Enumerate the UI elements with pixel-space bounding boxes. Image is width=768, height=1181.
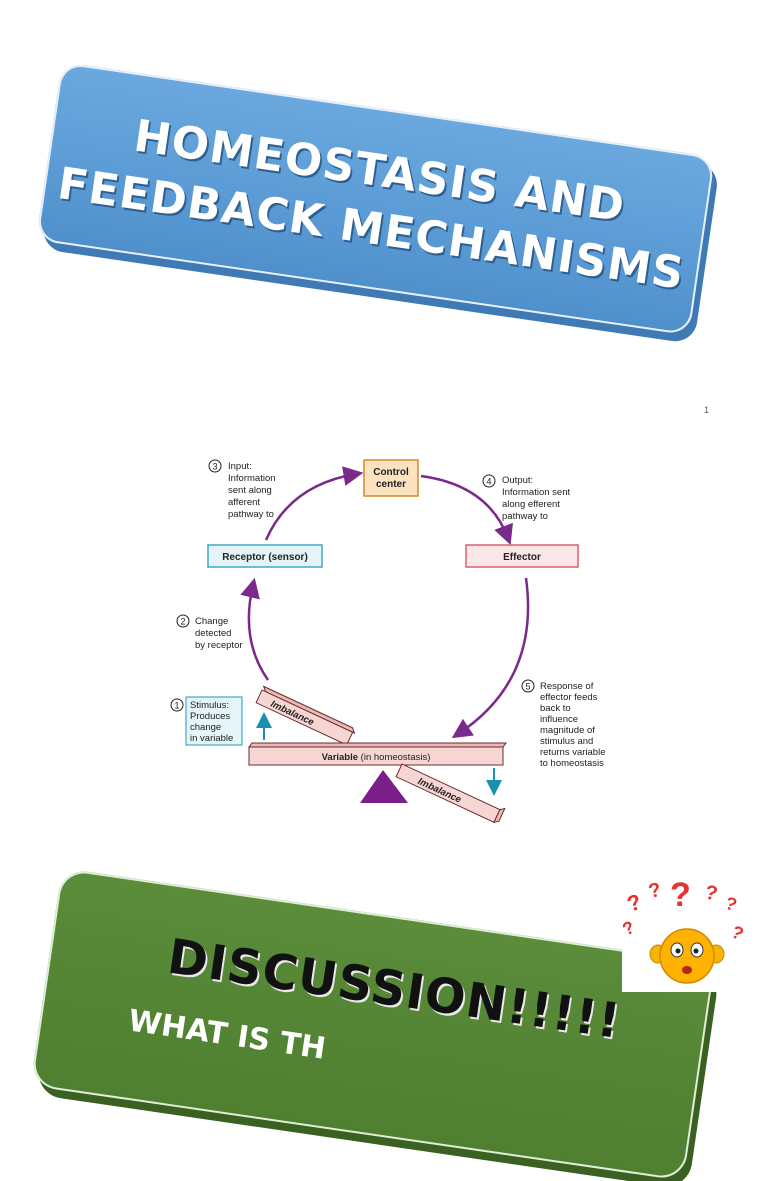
arrow-effector-to-variable (451, 577, 530, 739)
arrow-imbalance-to-receptor (240, 577, 270, 681)
control-center-box (363, 459, 419, 497)
step5-text: Response of effector feeds back to influ… (540, 681, 608, 769)
feedback-diagram: Control center Receptor (sensor) Effecto… (170, 459, 608, 824)
step3-text: Input: Information sent along afferent p… (228, 461, 278, 520)
control-center-line2: center (376, 479, 406, 490)
step2-text: Change detected by receptor (195, 616, 243, 651)
variable-beam (248, 746, 504, 766)
step3-badge (208, 459, 222, 473)
question-marks-icon: ? ? ? ? ? ? ? (619, 876, 746, 944)
svg-text:?: ? (703, 881, 720, 905)
imbalance-beam-upper: Imbalance (255, 685, 356, 746)
receptor-label: Receptor (sensor) (222, 552, 308, 563)
step1-badge (170, 698, 184, 712)
svg-text:?: ? (670, 876, 691, 914)
svg-text:?: ? (723, 893, 740, 915)
variable-label: Variable (in homeostasis) (322, 752, 431, 763)
svg-text:?: ? (622, 917, 638, 940)
step1-text: Stimulus: Produces change in variable (190, 700, 233, 744)
step5-badge (521, 679, 535, 693)
step3-num: 3 (212, 462, 217, 472)
step4-num: 4 (486, 477, 491, 487)
stimulus-box (185, 696, 243, 746)
svg-text:?: ? (624, 889, 645, 917)
fulcrum (360, 770, 408, 803)
step4-text: Output: Information sent along efferent … (502, 475, 573, 522)
receptor-box (207, 544, 323, 568)
arrow-control-to-effector (420, 474, 513, 546)
effector-box (465, 544, 579, 568)
effector-label: Effector (503, 552, 541, 563)
arrow-receptor-to-control (264, 466, 364, 541)
svg-text:?: ? (646, 879, 663, 903)
step2-num: 2 (180, 617, 185, 627)
page-number: 1 (704, 405, 710, 415)
svg-text:?: ? (728, 921, 746, 944)
step5-num: 5 (525, 682, 530, 692)
step2-badge (176, 614, 190, 628)
discussion-subtitle: WHAT IS TH (126, 1003, 328, 1067)
confused-face-image: ? ? ? ? ? ? ? (619, 868, 750, 992)
imbalance-beam-lower: Imbalance (395, 763, 506, 824)
control-center-line1: Control (373, 467, 409, 478)
step4-badge (482, 474, 496, 488)
variable-beam-top (248, 742, 507, 748)
confused-face-icon (649, 928, 725, 984)
step1-num: 1 (174, 701, 179, 711)
